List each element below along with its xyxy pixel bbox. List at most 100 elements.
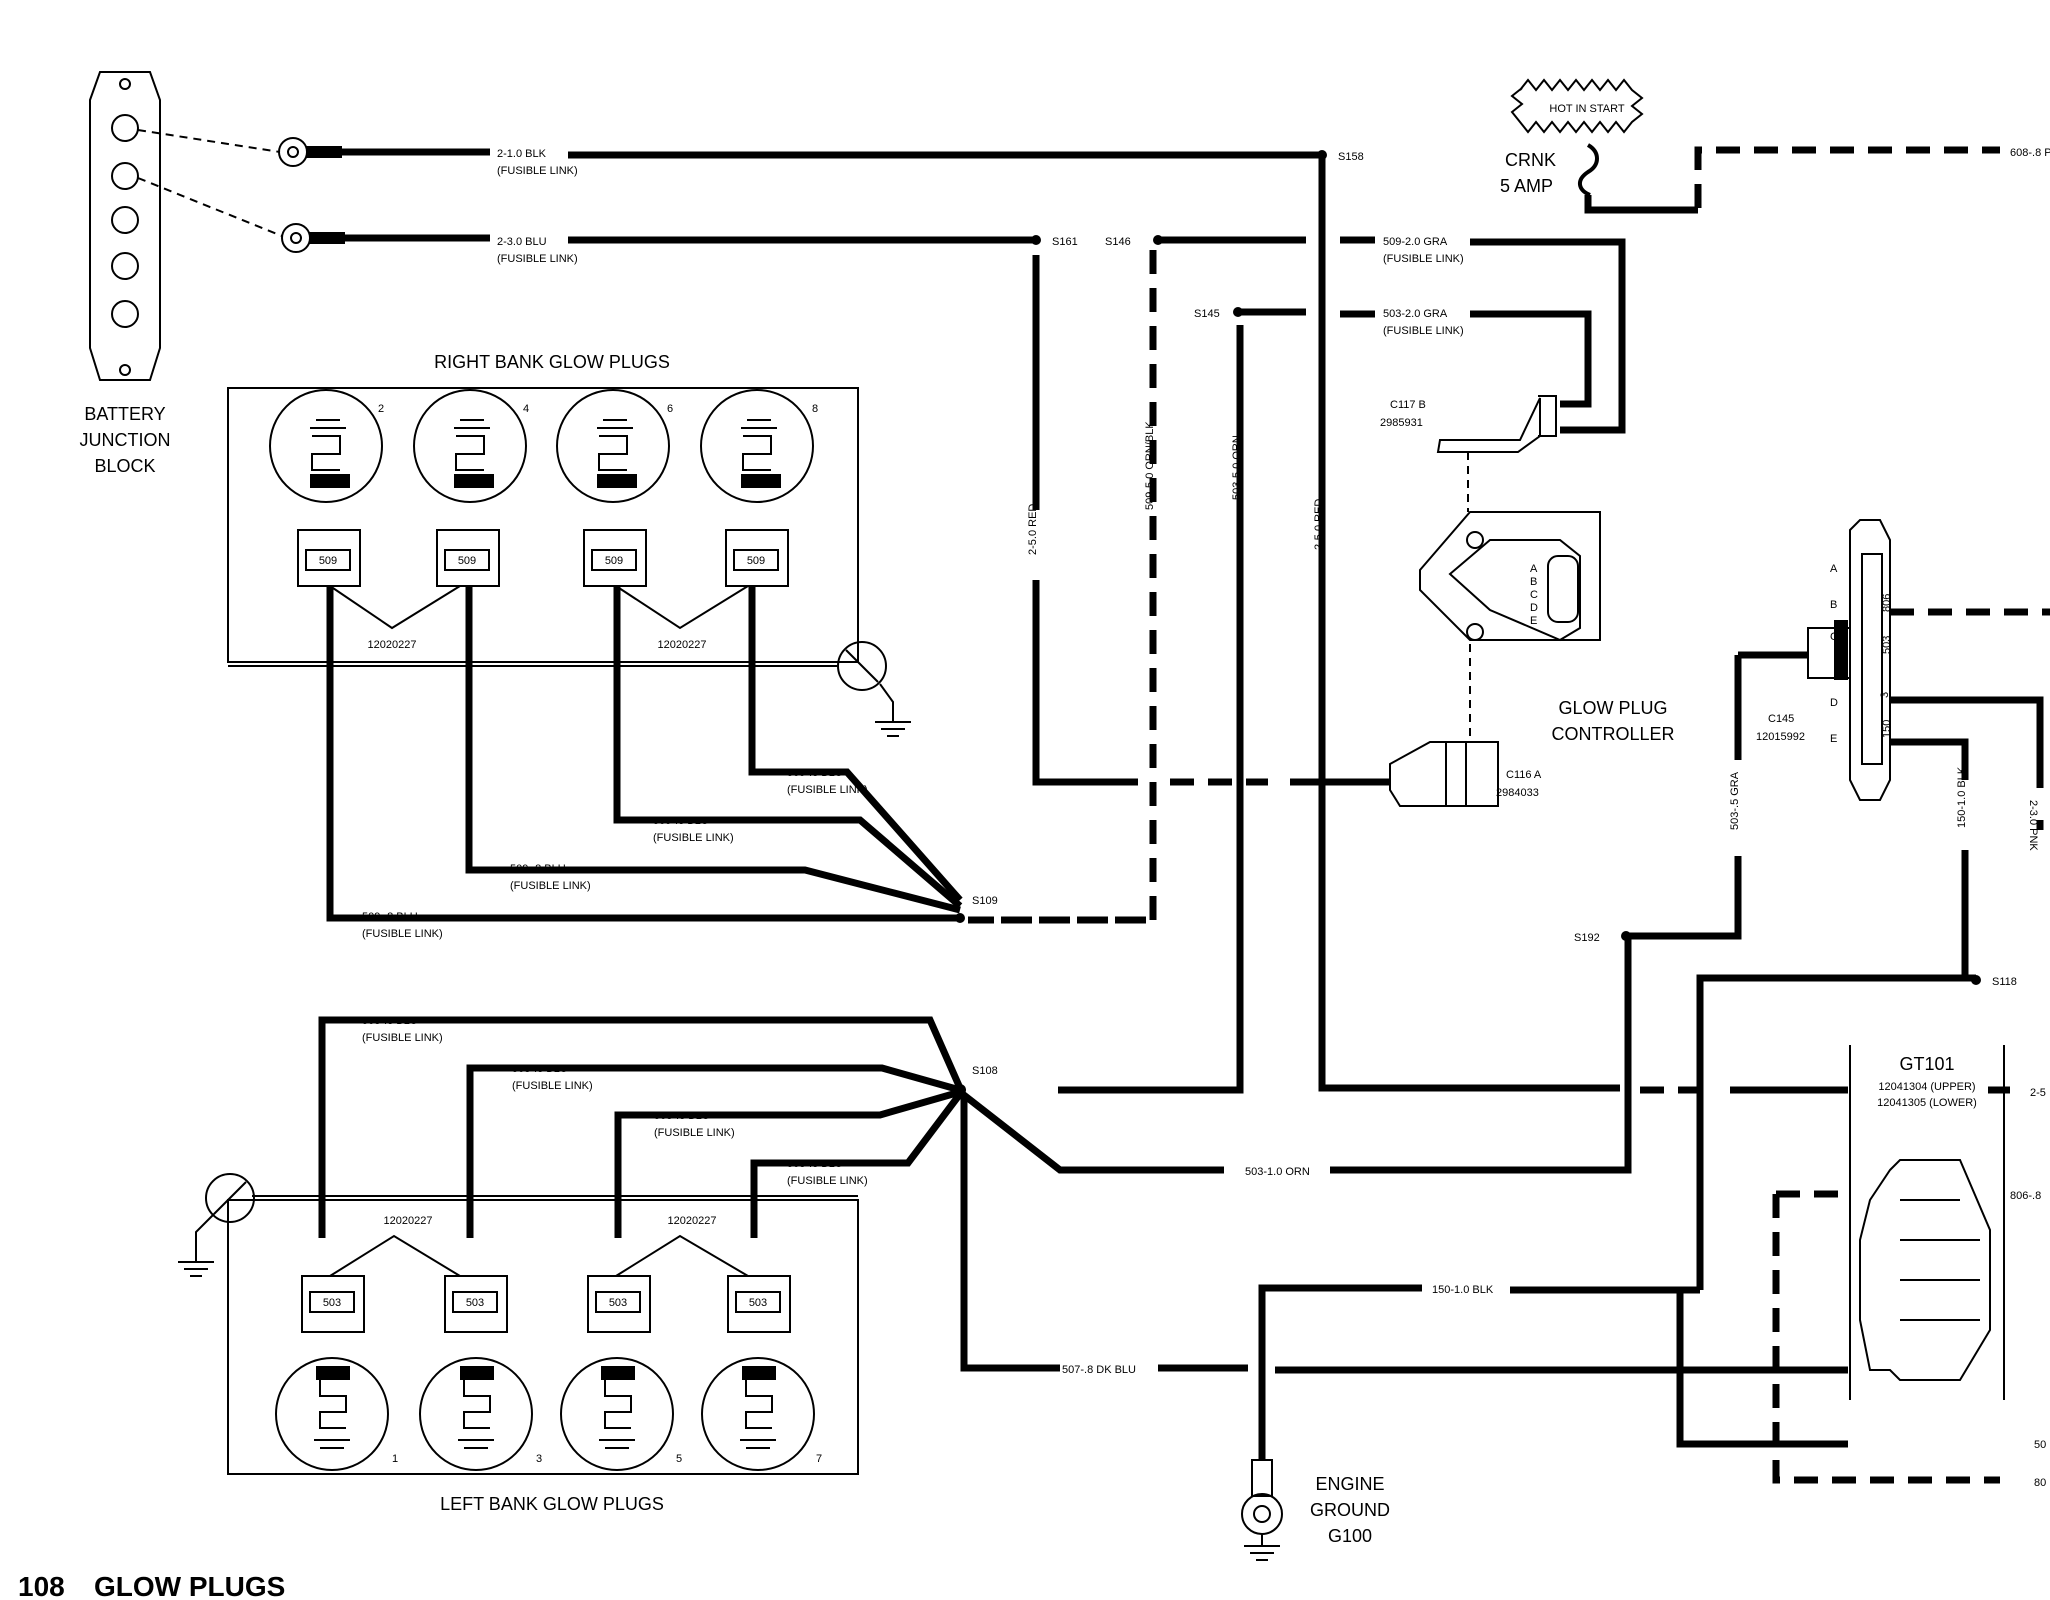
fusible-link-label: (FUSIBLE LINK) (1383, 325, 1464, 337)
battery-junction-label-3: BLOCK (94, 456, 155, 476)
engine-ground-label-3: G100 (1328, 1526, 1372, 1546)
c145-part: 12015992 (1756, 731, 1805, 743)
glow-plug-controller-body: A B C D E (1419, 511, 1601, 642)
engine-ground-terminal (1241, 1459, 1283, 1561)
ground-symbol-right-bank (837, 641, 887, 691)
splice-s109-label: S109 (972, 895, 998, 907)
wire-503-5-gra-label: 503-.5 GRA (1729, 771, 1741, 830)
connector-509-4: 509 (725, 529, 789, 587)
page-title: GLOW PLUGS (94, 1571, 285, 1600)
splice-s158-label: S158 (1338, 151, 1364, 163)
connector-code: 509 (747, 555, 765, 567)
wire-2-1-blk-label: 2-1.0 BLK (497, 148, 547, 160)
c145-circuit: 806 (1881, 594, 1893, 612)
fusible-link-label: (FUSIBLE LINK) (654, 1127, 735, 1139)
harness-part-l2: 12020227 (668, 1215, 717, 1227)
fusible-link-label: (FUSIBLE LINK) (510, 880, 591, 892)
splice-s109 (955, 913, 965, 923)
gt101-name: GT101 (1899, 1054, 1954, 1074)
wire-50-right-label: 50 (2034, 1439, 2046, 1451)
c117-connector: C117 B 2985931 (1380, 395, 1557, 453)
splice-s192-label: S192 (1574, 932, 1600, 944)
c116-connector: C116 A 2984033 (1389, 741, 1542, 807)
glow-plug-2: 2 (269, 389, 384, 503)
wire-r509-label: 509-.8 BLU (362, 911, 418, 923)
wire-2-5-red-a-label: 2-5.0 RED (1027, 504, 1039, 555)
c145-pin-d: D (1830, 697, 1838, 709)
wire-right-pnk-label: 2-3.0 PNK (2027, 800, 2039, 851)
gt101-module: GT101 12041304 (UPPER) 12041305 (LOWER) (1849, 1045, 2005, 1400)
right-bank-title: RIGHT BANK GLOW PLUGS (434, 352, 670, 372)
wire-150-blk-vert-label: 150-1.0 BLK (1956, 766, 1968, 828)
plug-number: 1 (392, 1453, 398, 1465)
harness-part-l1: 12020227 (384, 1215, 433, 1227)
engine-ground-label-2: GROUND (1310, 1500, 1390, 1520)
wire-509-5-orn-blk-label: 509-5.0 ORN/BLK (1144, 421, 1156, 510)
wire-608-p-label: 608-.8 P (2010, 147, 2050, 159)
left-bank-connectors: 503 503 503 503 (301, 1275, 791, 1333)
plug-number: 7 (816, 1453, 822, 1465)
harness-part-r1: 12020227 (368, 639, 417, 651)
c116-part: 2984033 (1496, 787, 1539, 799)
plug-number: 8 (812, 403, 818, 415)
glow-plug-8: 8 (700, 389, 818, 503)
wire-806-right-label: 806-.8 (2010, 1190, 2041, 1202)
wire-503-5-orn-label: 503-5.0 ORN (1231, 435, 1243, 500)
fuse-crnk-label: CRNK (1505, 150, 1556, 170)
plug-number: 4 (523, 403, 529, 415)
page-number: 108 (18, 1571, 65, 1600)
plug-number: 2 (378, 403, 384, 415)
connector-code: 509 (319, 555, 337, 567)
controller-pin-c: C (1530, 589, 1538, 601)
splice-s146-label: S146 (1105, 236, 1131, 248)
c117-part: 2985931 (1380, 417, 1423, 429)
ground-symbol-left-bank (205, 1173, 255, 1223)
splice-s161 (1031, 235, 1041, 245)
connector-code: 503 (749, 1297, 767, 1309)
connector-code: 503 (323, 1297, 341, 1309)
plug-number: 5 (676, 1453, 682, 1465)
c145-pin-e: E (1830, 733, 1837, 745)
wire-r509-label: 509-.8 BLU (787, 767, 843, 779)
c145-name: C145 (1768, 713, 1794, 725)
splice-s161-label: S161 (1052, 236, 1078, 248)
c145-circuit: 503 (1881, 636, 1893, 654)
plug-number: 6 (667, 403, 673, 415)
fusible-link-label: (FUSIBLE LINK) (512, 1080, 593, 1092)
fusible-link-label: (FUSIBLE LINK) (787, 1175, 868, 1187)
controller-pin-b: B (1530, 576, 1537, 588)
fusible-link-label: (FUSIBLE LINK) (497, 165, 578, 177)
hot-in-start-badge: HOT IN START (1510, 78, 1644, 134)
connector-code: 503 (609, 1297, 627, 1309)
splice-s108-label: S108 (972, 1065, 998, 1077)
connector-code: 509 (458, 555, 476, 567)
wire-l503-label: 503-.8 BLU (512, 1063, 568, 1075)
splice-s118-label: S118 (1992, 976, 2017, 988)
fusible-link-label: (FUSIBLE LINK) (653, 832, 734, 844)
plug-number: 3 (536, 1453, 542, 1465)
wire-503-gra-label: 503-2.0 GRA (1383, 308, 1448, 320)
c145-pin-a: A (1830, 563, 1838, 575)
battery-junction-label-1: BATTERY (84, 404, 165, 424)
left-bank-plugs: 1 3 5 7 (275, 1357, 822, 1471)
left-bank-frame (227, 1199, 859, 1475)
ring-terminal-blk (278, 137, 342, 167)
connector-509-2: 509 (436, 529, 500, 587)
wire-2-5-red-b-label: 2-5.0 RED (1313, 499, 1325, 550)
glow-plug-5: 5 (560, 1357, 682, 1471)
controller-pin-e: E (1530, 615, 1537, 627)
wire-l503-label: 503-.8 BLU (654, 1110, 710, 1122)
c145-circuit: 3 (1879, 692, 1891, 698)
connector-code: 503 (466, 1297, 484, 1309)
fusible-link-label: (FUSIBLE LINK) (362, 1032, 443, 1044)
hot-in-start-label: HOT IN START (1549, 103, 1624, 115)
c116-name: C116 A (1506, 769, 1542, 781)
wire-l503-label: 503-.8 BLU (362, 1015, 418, 1027)
wire-503-1-orn-label: 503-1.0 ORN (1245, 1166, 1310, 1178)
connector-code: 509 (605, 555, 623, 567)
wire-507-dk-blu-label: 507-.8 DK BLU (1062, 1364, 1136, 1376)
splice-s192 (1621, 931, 1631, 941)
connector-509-3: 509 (583, 529, 647, 587)
wire-r509-label: 509-.8 BLU (510, 863, 566, 875)
ring-terminal-blu (281, 223, 345, 253)
